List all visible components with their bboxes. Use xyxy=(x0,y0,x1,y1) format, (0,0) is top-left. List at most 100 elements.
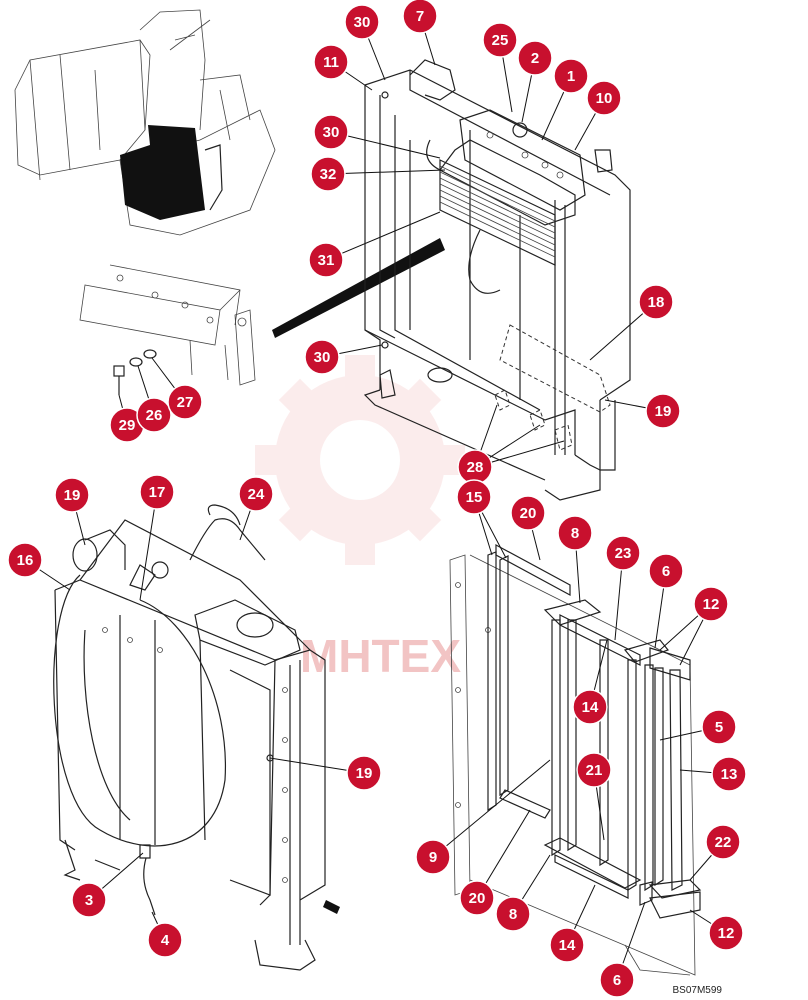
callout-31: 31 xyxy=(308,242,344,278)
callout-25: 25 xyxy=(482,22,518,58)
washer-27-icon xyxy=(143,349,157,359)
seal-15 xyxy=(487,551,497,812)
svg-text:15: 15 xyxy=(466,489,483,506)
svg-text:6: 6 xyxy=(662,563,670,580)
svg-text:16: 16 xyxy=(17,552,34,569)
callout-7: 7 xyxy=(402,0,438,34)
callout-1: 1 xyxy=(553,58,589,94)
svg-text:27: 27 xyxy=(177,394,194,411)
svg-text:19: 19 xyxy=(64,487,81,504)
svg-text:21: 21 xyxy=(586,762,603,779)
svg-text:8: 8 xyxy=(571,525,579,542)
callout-4: 4 xyxy=(147,922,183,958)
seal-9 xyxy=(499,555,509,797)
callout-26: 26 xyxy=(136,397,172,433)
seal-13 xyxy=(669,669,683,891)
svg-text:24: 24 xyxy=(248,486,265,503)
cap-19-icon xyxy=(72,538,98,572)
svg-text:10: 10 xyxy=(596,90,613,107)
callout-24: 24 xyxy=(238,476,274,512)
callout-20-bottom: 20 xyxy=(459,880,495,916)
svg-text:17: 17 xyxy=(149,484,166,501)
svg-text:30: 30 xyxy=(323,124,340,141)
radiator-assembly-top xyxy=(363,59,631,501)
callout-12-bottom: 12 xyxy=(708,915,744,951)
svg-text:31: 31 xyxy=(318,252,335,269)
svg-text:19: 19 xyxy=(356,765,373,782)
callout-14-bottom: 14 xyxy=(549,927,585,963)
callout-30-top: 30 xyxy=(344,4,380,40)
svg-text:14: 14 xyxy=(582,699,599,716)
callout-6-bottom: 6 xyxy=(599,962,635,998)
svg-text:12: 12 xyxy=(718,925,735,942)
svg-text:22: 22 xyxy=(715,834,732,851)
bracket-18-dashed xyxy=(499,324,611,413)
callout-6-top: 6 xyxy=(648,553,684,589)
svg-text:29: 29 xyxy=(119,417,136,434)
callout-2: 2 xyxy=(517,40,553,76)
callout-27: 27 xyxy=(167,384,203,420)
seal-6-top xyxy=(623,639,669,663)
seal-20-top xyxy=(495,543,571,597)
callout-9: 9 xyxy=(415,839,451,875)
svg-text:12: 12 xyxy=(703,596,720,613)
callout-19-top: 19 xyxy=(645,393,681,429)
bolt-29-icon xyxy=(113,365,125,395)
svg-text:8: 8 xyxy=(509,906,517,923)
svg-text:6: 6 xyxy=(613,972,621,989)
svg-text:30: 30 xyxy=(354,14,371,31)
callout-19-bottom: 19 xyxy=(346,755,382,791)
callout-28: 28 xyxy=(457,449,493,485)
seal-20-bottom xyxy=(499,789,551,819)
callout-19-left: 19 xyxy=(54,477,90,513)
callout-21: 21 xyxy=(576,752,612,788)
callout-15: 15 xyxy=(456,479,492,515)
callout-30-mid: 30 xyxy=(313,114,349,150)
svg-text:5: 5 xyxy=(715,719,723,736)
svg-text:19: 19 xyxy=(655,403,672,420)
svg-text:25: 25 xyxy=(492,32,509,49)
seal-8-bottom xyxy=(543,837,642,889)
seal-6-bottom xyxy=(639,881,653,906)
svg-text:14: 14 xyxy=(559,937,576,954)
callout-23: 23 xyxy=(605,535,641,571)
svg-text:4: 4 xyxy=(161,932,170,949)
oil-cooler-core xyxy=(439,159,556,266)
watermark-text: MHTEX xyxy=(300,630,461,682)
callout-12-top: 12 xyxy=(693,586,729,622)
callout-17: 17 xyxy=(139,474,175,510)
hose-24-icon xyxy=(189,518,266,561)
callout-8-top: 8 xyxy=(557,515,593,551)
svg-text:20: 20 xyxy=(469,890,486,907)
callout-10: 10 xyxy=(586,80,622,116)
svg-text:23: 23 xyxy=(615,545,632,562)
svg-text:30: 30 xyxy=(314,349,331,366)
callout-22: 22 xyxy=(705,824,741,860)
svg-text:26: 26 xyxy=(146,407,163,424)
drain-cock-3-icon xyxy=(139,844,151,859)
svg-text:32: 32 xyxy=(320,166,337,183)
svg-text:11: 11 xyxy=(323,54,339,71)
svg-text:13: 13 xyxy=(721,766,738,783)
callout-5: 5 xyxy=(701,709,737,745)
drawing-code: BS07M599 xyxy=(672,985,722,996)
svg-text:7: 7 xyxy=(416,8,424,25)
callout-16: 16 xyxy=(7,542,43,578)
seal-22 xyxy=(648,879,702,899)
seal-12-bottom xyxy=(649,891,701,919)
callout-8-bottom: 8 xyxy=(495,896,531,932)
callout-14-top: 14 xyxy=(572,689,608,725)
svg-text:28: 28 xyxy=(467,459,484,476)
svg-text:9: 9 xyxy=(429,849,437,866)
callout-32: 32 xyxy=(310,156,346,192)
svg-text:20: 20 xyxy=(520,505,537,522)
seal-21 xyxy=(599,639,609,867)
callout-20-top: 20 xyxy=(510,495,546,531)
callout-13: 13 xyxy=(711,756,747,792)
callout-11: 11 xyxy=(313,44,349,80)
svg-text:3: 3 xyxy=(85,892,93,909)
detail-pointer-arrow xyxy=(272,238,445,338)
callout-18: 18 xyxy=(638,284,674,320)
callout-30-low: 30 xyxy=(304,339,340,375)
drain-hose-4-icon xyxy=(143,857,156,916)
